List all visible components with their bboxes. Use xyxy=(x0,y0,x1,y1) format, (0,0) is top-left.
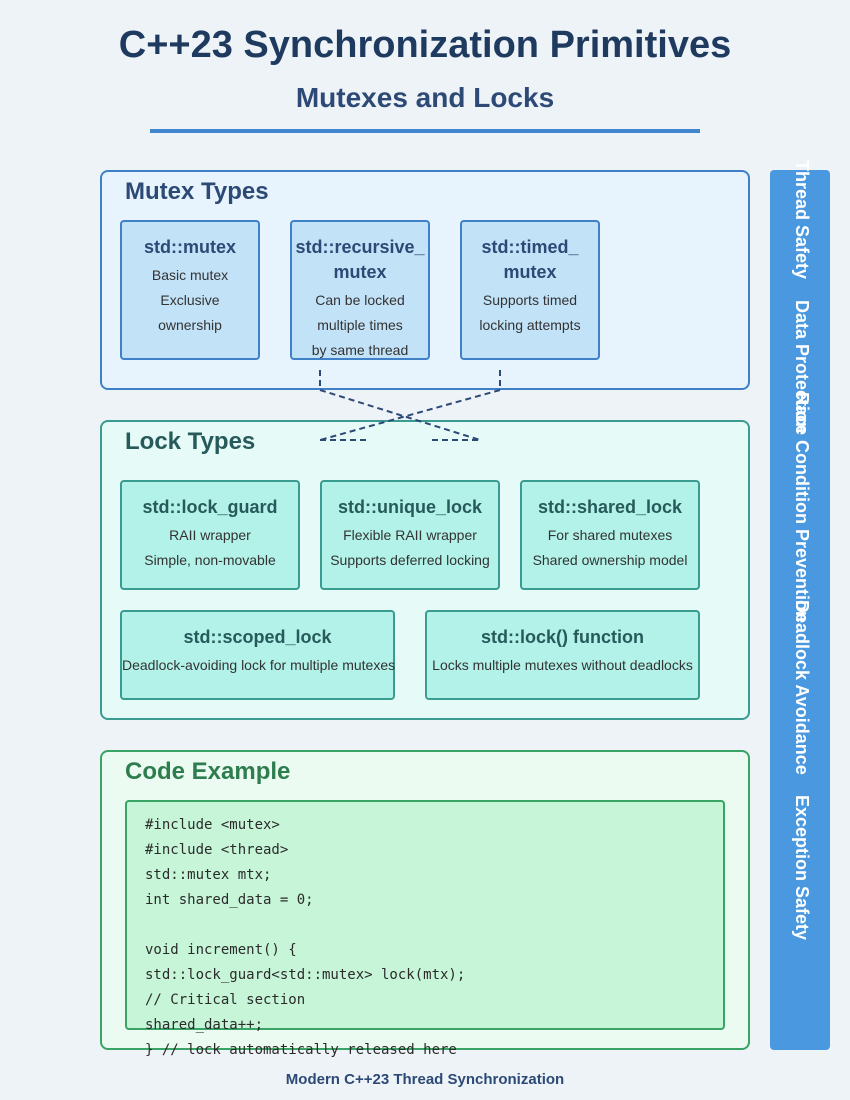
card-name-line: mutex xyxy=(503,262,557,282)
scoped-lock-card: std::scoped_lock Deadlock-avoiding lock … xyxy=(120,610,395,700)
card-desc: Basic mutex Exclusive ownership xyxy=(122,263,258,338)
unique-lock-card: std::unique_lock Flexible RAII wrapper S… xyxy=(320,480,500,590)
card-desc-line: RAII wrapper xyxy=(169,527,251,543)
card-desc-line: Locks multiple mutexes without deadlocks xyxy=(432,657,693,673)
card-name-line: std::recursive_ xyxy=(295,237,425,257)
code-line: void increment() { xyxy=(145,942,297,958)
code-line: shared_data++; xyxy=(145,1017,264,1033)
card-desc: Supports timed locking attempts xyxy=(462,288,598,338)
card-name-line: std::timed_ xyxy=(481,237,579,257)
page-subtitle: Mutexes and Locks xyxy=(295,82,555,113)
card-name: std::scoped_lock xyxy=(183,627,332,647)
connector-recursive-to-lock xyxy=(319,370,481,441)
code-line: std::mutex mtx; xyxy=(145,867,272,883)
sidebar-label-thread-safety: Thread Safety xyxy=(792,160,812,280)
lock-types-title: Lock Types xyxy=(125,428,256,455)
card-desc: For shared mutexes Shared ownership mode… xyxy=(522,523,698,573)
card-desc-line: Shared ownership model xyxy=(532,552,688,568)
recursive-mutex-card: std::recursive_ mutex Can be locked mult… xyxy=(290,220,430,360)
card-desc-line: multiple times xyxy=(317,317,403,333)
code-block xyxy=(125,800,725,1030)
card-desc: Deadlock-avoiding lock for multiple mute… xyxy=(122,653,396,678)
card-desc-line: ownership xyxy=(158,317,222,333)
card-desc-line: by same thread xyxy=(311,342,409,358)
code-line: // Critical section xyxy=(145,992,306,1008)
card-name: std::unique_lock xyxy=(337,497,482,517)
card-desc-line: Flexible RAII wrapper xyxy=(343,527,477,543)
card-name: std::mutex xyxy=(143,237,236,257)
card-desc: Locks multiple mutexes without deadlocks xyxy=(427,653,698,678)
card-name-line: mutex xyxy=(333,262,387,282)
card-desc-line: Supports deferred locking xyxy=(330,552,490,568)
shared-lock-card: std::shared_lock For shared mutexes Shar… xyxy=(520,480,700,590)
card-name: std::lock() function xyxy=(481,627,644,647)
sidebar-label-data-protection: Data Protection xyxy=(792,300,812,434)
card-desc-line: For shared mutexes xyxy=(547,527,673,543)
card-name: std::recursive_ mutex xyxy=(292,235,428,285)
concepts-sidebar: Thread Safety Data Protection Race Condi… xyxy=(770,160,830,1050)
card-desc: RAII wrapper Simple, non-movable xyxy=(122,523,298,573)
card-desc: Flexible RAII wrapper Supports deferred … xyxy=(322,523,498,573)
card-name: std::timed_ mutex xyxy=(462,235,598,285)
card-desc: Can be locked multiple times by same thr… xyxy=(292,288,428,363)
lock-guard-card: std::lock_guard RAII wrapper Simple, non… xyxy=(120,480,300,590)
card-desc-line: Deadlock-avoiding lock for multiple mute… xyxy=(122,657,396,673)
mutex-types-title: Mutex Types xyxy=(125,178,269,205)
code-line: #include <mutex> xyxy=(145,817,280,833)
card-desc-line: Supports timed xyxy=(482,292,578,308)
card-name: std::lock_guard xyxy=(142,497,278,517)
card-desc-line: Simple, non-movable xyxy=(144,552,276,568)
code-line: std::lock_guard<std::mutex> lock(mtx); xyxy=(145,967,466,983)
footer-text: Modern C++23 Thread Synchronization xyxy=(285,1071,565,1088)
card-desc-line: Can be locked xyxy=(315,292,405,308)
lock-function-card: std::lock() function Locks multiple mute… xyxy=(425,610,700,700)
code-line: #include <thread> xyxy=(145,842,289,858)
sidebar-label-exception-safety: Exception Safety xyxy=(792,795,812,941)
card-name: std::shared_lock xyxy=(537,497,683,517)
timed-mutex-card: std::timed_ mutex Supports timed locking… xyxy=(460,220,600,360)
code-line: int shared_data = 0; xyxy=(145,892,314,908)
connector-timed-to-lock xyxy=(319,370,501,441)
sidebar-label-deadlock-avoidance: Deadlock Avoidance xyxy=(792,600,812,775)
card-desc-line: Basic mutex xyxy=(151,267,229,283)
page-title: C++23 Synchronization Primitives xyxy=(118,24,732,66)
card-desc-line: Exclusive xyxy=(160,292,220,308)
sidebar-label-race-condition: Race Condition Prevention xyxy=(792,392,812,623)
mutex-card: std::mutex Basic mutex Exclusive ownersh… xyxy=(120,220,260,360)
code-line: } // lock automatically released here xyxy=(145,1042,457,1058)
code-example-title: Code Example xyxy=(125,758,291,785)
card-desc-line: locking attempts xyxy=(479,317,581,333)
title-divider xyxy=(150,129,700,133)
